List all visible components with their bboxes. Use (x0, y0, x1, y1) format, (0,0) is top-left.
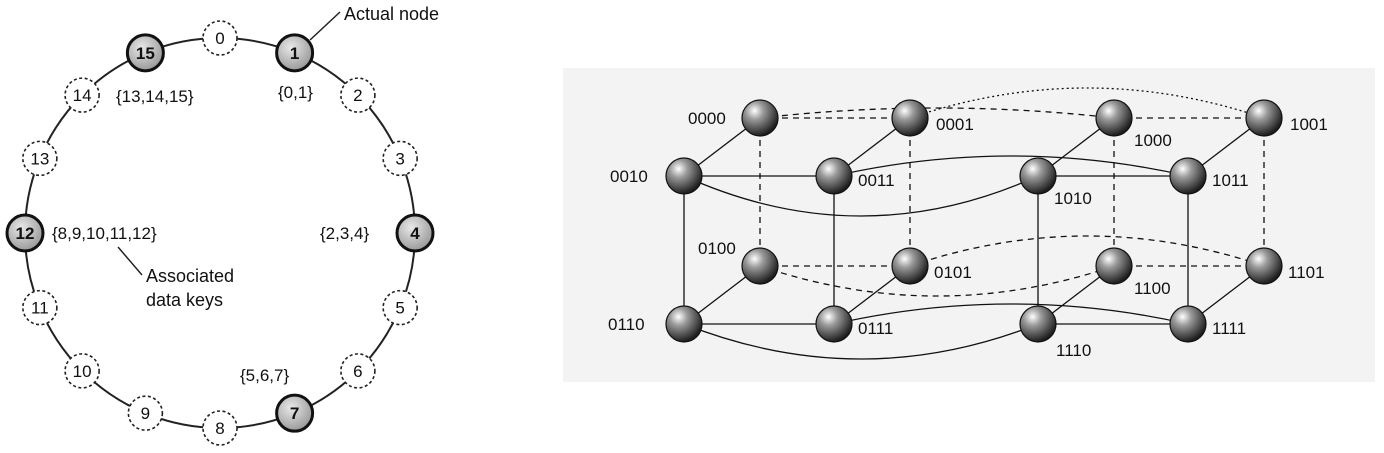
actual-node-annotation: Actual node (344, 4, 439, 24)
ring-node-label: 2 (353, 86, 362, 105)
ring-node-5: 5 (382, 289, 418, 326)
cross-link (759, 107, 1115, 119)
ring-node-1: 1 (275, 33, 315, 73)
ring-node-14: 14 (64, 77, 100, 113)
cube-node-1100: 1100 (1095, 247, 1171, 298)
cube-node-label: 1110 (1056, 341, 1091, 360)
cube-node-1011: 1011 (1169, 157, 1249, 195)
cube-node-1110: 1110 (1019, 305, 1091, 360)
ring-node-label: 13 (30, 149, 49, 168)
ring-node-label: 5 (395, 299, 404, 318)
cross-link (833, 155, 1189, 177)
ring-node-3: 3 (382, 140, 418, 177)
ring-node-15: 15 (125, 33, 165, 73)
ring-node-10: 10 (64, 353, 100, 389)
keyset-node-1: {0,1} (278, 83, 313, 102)
ring-node-label: 4 (410, 224, 420, 243)
ring-node-0: 0 (202, 20, 238, 56)
cube-node-1001: 1001 (1245, 99, 1328, 137)
keyset-node-12: {8,9,10,11,12} (52, 224, 157, 243)
cube-node-label: 0100 (698, 239, 736, 258)
cube-node-label: 0111 (858, 319, 893, 338)
keyset-node-15: {13,14,15} (116, 87, 194, 106)
data-keys-annotation-line2: data keys (146, 290, 223, 310)
cross-link (909, 87, 1265, 119)
ring-node-label: 8 (215, 419, 224, 438)
cross-link (833, 303, 1189, 325)
cube-node-label: 1000 (1134, 131, 1172, 150)
actual-node-pointer (309, 11, 341, 41)
keyset-node-7: {5,6,7} (240, 366, 289, 385)
cube-node-0101: 0101 (891, 247, 972, 285)
ring-node-4: 4 (395, 213, 435, 253)
cross-link (683, 175, 1039, 217)
cross-link (683, 323, 1039, 360)
ring-node-11: 11 (22, 289, 58, 326)
ring-node-label: 3 (395, 149, 404, 168)
ring-node-label: 7 (290, 404, 299, 423)
data-keys-pointer (117, 246, 143, 276)
ring-node-label: 6 (353, 362, 362, 381)
ring-node-label: 9 (141, 404, 150, 423)
cross-link (909, 235, 1265, 267)
cube-node-label: 1010 (1054, 189, 1092, 208)
cross-link (759, 265, 1115, 297)
ring-node-9: 9 (127, 395, 164, 431)
ring-node-6: 6 (340, 353, 376, 389)
cube-node-1010: 1010 (1019, 157, 1092, 208)
cube-node-0111: 0111 (815, 305, 893, 343)
data-keys-annotation-line1: Associated (146, 266, 234, 286)
cube-node-1101: 1101 (1245, 247, 1325, 285)
cube-node-label: 1101 (1288, 263, 1325, 282)
cube-node-label: 0000 (688, 109, 726, 128)
cube-node-0100: 0100 (698, 239, 779, 285)
ring-node-label: 11 (31, 299, 49, 318)
cube-node-label: 0101 (934, 263, 972, 282)
ring-node-label: 10 (73, 362, 92, 381)
cube-node-label: 0010 (610, 167, 648, 186)
ring-node-13: 13 (22, 140, 58, 177)
cube-node-label: 1100 (1134, 279, 1171, 298)
ring-node-12: 12 (5, 213, 45, 253)
cube-node-0000: 0000 (688, 99, 779, 137)
ring-node-label: 12 (16, 224, 35, 243)
ring-node-2: 2 (340, 77, 376, 113)
cube-node-label: 0001 (936, 115, 974, 134)
ring-node-label: 1 (290, 44, 299, 63)
cube-node-0001: 0001 (891, 99, 974, 137)
cube-node-1111: 1111 (1169, 305, 1246, 343)
ring-node-8: 8 (202, 410, 238, 446)
ring-node-7: 7 (275, 393, 315, 433)
cube-node-1000: 1000 (1095, 99, 1172, 150)
ring-node-label: 14 (73, 86, 92, 105)
cube-node-0011: 0011 (815, 157, 895, 195)
cube-node-label: 1001 (1290, 115, 1328, 134)
ring-node-label: 15 (136, 44, 155, 63)
cube-node-label: 0011 (858, 171, 895, 190)
cube-node-label: 1011 (1212, 171, 1249, 190)
keyset-node-4: {2,3,4} (320, 224, 369, 243)
ring-node-label: 0 (215, 29, 224, 48)
cube-node-0010: 0010 (610, 157, 703, 195)
cube-node-label: 1111 (1212, 319, 1246, 338)
cube-node-0110: 0110 (608, 305, 703, 343)
cube-node-label: 0110 (608, 315, 645, 334)
